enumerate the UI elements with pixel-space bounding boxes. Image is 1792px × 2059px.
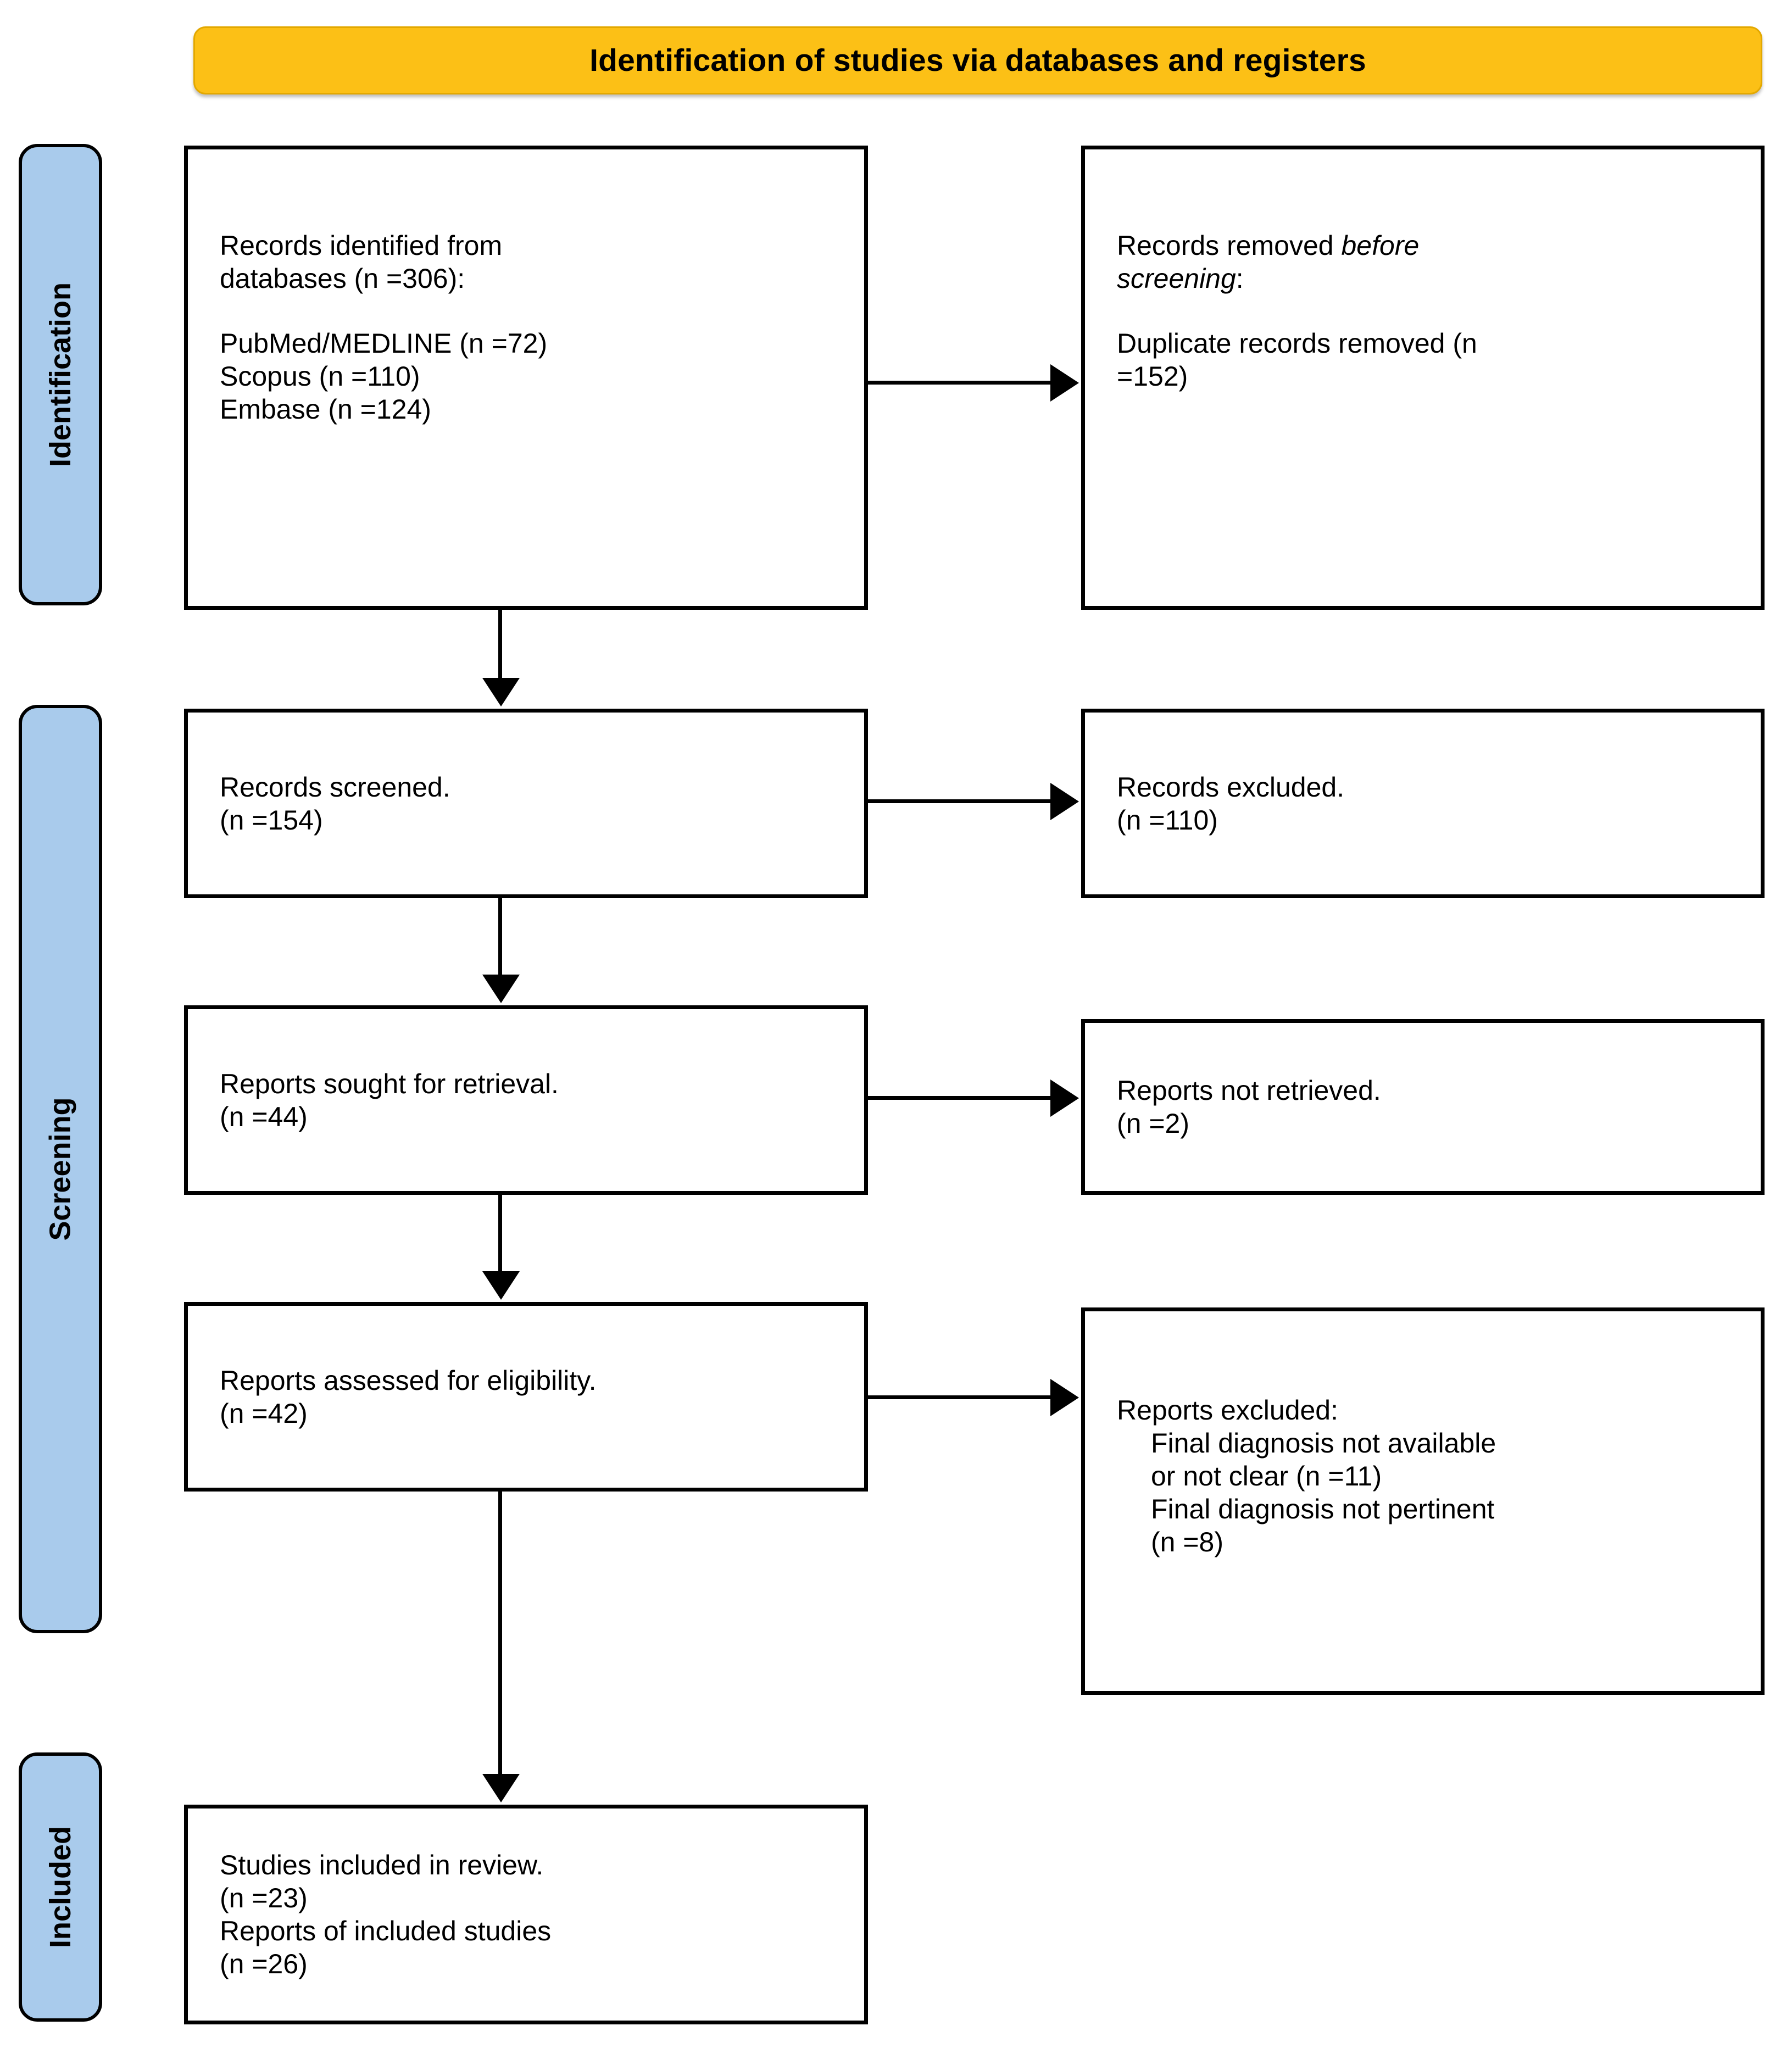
spacer <box>1117 295 1742 327</box>
reports-included-count: (n =26) <box>220 1949 308 1979</box>
records-removed-line-2-colon: : <box>1236 263 1244 294</box>
spacer <box>220 295 845 327</box>
connector-identified-to-screened <box>498 610 502 680</box>
arrow-down-icon <box>482 678 520 706</box>
arrow-right-icon <box>1050 364 1079 402</box>
connector-identified-to-removed <box>868 381 1053 385</box>
reports-sought-label: Reports sought for retrieval. <box>220 1068 559 1099</box>
reports-excluded-heading: Reports excluded: <box>1117 1395 1339 1426</box>
connector-sought-to-not-retrieved <box>868 1096 1053 1100</box>
stage-label-identification: Identification <box>19 144 102 605</box>
reports-sought-count: (n =44) <box>220 1101 308 1132</box>
reports-excluded-reason-2-line-2: (n =8) <box>1151 1527 1224 1557</box>
box-records-identified: Records identified from databases (n =30… <box>184 146 868 610</box>
reports-assessed-count: (n =42) <box>220 1398 308 1429</box>
arrow-right-icon <box>1050 1379 1079 1416</box>
reports-excluded-reason-1-line-1: Final diagnosis not available <box>1151 1428 1496 1459</box>
records-identified-line-1: Records identified from <box>220 230 503 261</box>
box-studies-included: Studies included in review. (n =23) Repo… <box>184 1805 868 2024</box>
box-records-screened: Records screened. (n =154) <box>184 709 868 898</box>
stage-label-included: Included <box>19 1752 102 2022</box>
box-reports-assessed: Reports assessed for eligibility. (n =42… <box>184 1302 868 1492</box>
page-title: Identification of studies via databases … <box>589 43 1366 78</box>
reports-not-retrieved-label: Reports not retrieved. <box>1117 1075 1381 1106</box>
duplicate-records-line-1: Duplicate records removed (n <box>1117 328 1477 359</box>
studies-included-count: (n =23) <box>220 1883 308 1913</box>
stage-label-screening-text: Screening <box>44 1097 77 1241</box>
arrow-down-icon <box>482 1271 520 1300</box>
studies-included-label: Studies included in review. <box>220 1850 544 1880</box>
reports-not-retrieved-count: (n =2) <box>1117 1108 1190 1139</box>
duplicate-records-line-2: =152) <box>1117 361 1188 392</box>
arrow-right-icon <box>1050 783 1079 820</box>
connector-assessed-to-included <box>498 1492 502 1776</box>
records-identified-line-2: databases (n =306): <box>220 263 465 294</box>
reports-included-label: Reports of included studies <box>220 1916 552 1946</box>
records-removed-line-1-italic: before <box>1341 230 1420 261</box>
reports-excluded-reason-1-line-2: or not clear (n =11) <box>1151 1461 1382 1492</box>
records-removed-line-2: screening: <box>1117 262 1742 295</box>
records-identified-embase: Embase (n =124) <box>220 394 431 425</box>
connector-screened-to-sought <box>498 898 502 977</box>
reports-excluded-reason-2-line-1: Final diagnosis not pertinent <box>1151 1494 1495 1524</box>
stage-label-included-text: Included <box>44 1826 77 1949</box>
records-removed-line-1-plain: Records removed <box>1117 230 1342 261</box>
records-identified-scopus: Scopus (n =110) <box>220 361 420 392</box>
arrow-right-icon <box>1050 1079 1079 1117</box>
box-records-excluded: Records excluded. (n =110) <box>1081 709 1765 898</box>
records-screened-count: (n =154) <box>220 804 323 836</box>
records-excluded-count: (n =110) <box>1117 804 1218 836</box>
arrow-down-icon <box>482 975 520 1003</box>
records-excluded-label: Records excluded. <box>1117 771 1345 803</box>
reports-assessed-label: Reports assessed for eligibility. <box>220 1365 597 1396</box>
records-screened-label: Records screened. <box>220 771 450 803</box>
box-records-removed: Records removed before screening: Duplic… <box>1081 146 1765 610</box>
stage-label-identification-text: Identification <box>44 282 77 467</box>
stage-label-screening: Screening <box>19 705 102 1633</box>
box-reports-excluded-reasons: Reports excluded: Final diagnosis not av… <box>1081 1307 1765 1695</box>
connector-screened-to-excluded <box>868 799 1053 803</box>
box-reports-sought: Reports sought for retrieval. (n =44) <box>184 1005 868 1195</box>
arrow-down-icon <box>482 1774 520 1802</box>
records-removed-line-2-italic: screening <box>1117 263 1236 294</box>
records-identified-pubmed: PubMed/MEDLINE (n =72) <box>220 328 548 359</box>
records-removed-line-1: Records removed before <box>1117 229 1742 262</box>
box-reports-not-retrieved: Reports not retrieved. (n =2) <box>1081 1019 1765 1195</box>
connector-assessed-to-reports-excluded <box>868 1395 1053 1399</box>
connector-sought-to-assessed <box>498 1195 502 1273</box>
header-banner: Identification of studies via databases … <box>193 26 1762 94</box>
